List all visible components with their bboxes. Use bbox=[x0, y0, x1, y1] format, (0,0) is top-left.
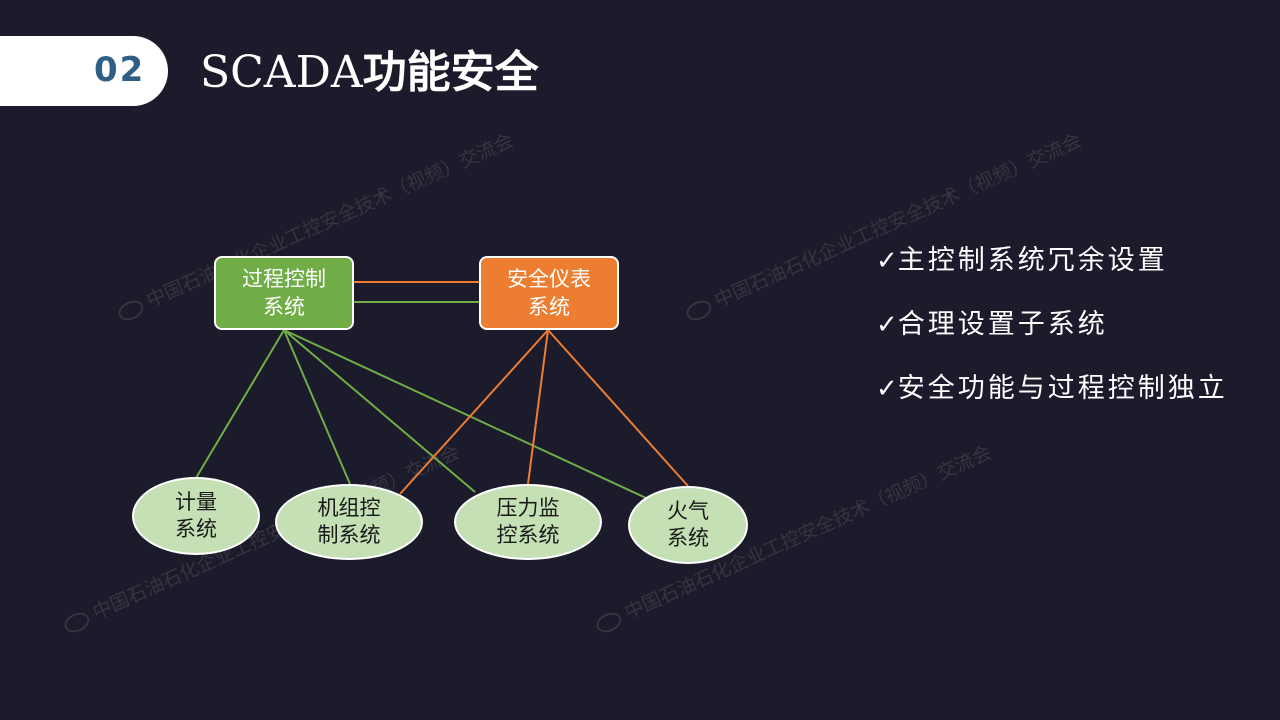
connector-green-metering bbox=[195, 329, 285, 479]
connector-orange-firegas bbox=[547, 329, 689, 487]
node-label: 过程控制 系统 bbox=[242, 267, 326, 319]
connector-green-firegas bbox=[283, 329, 647, 499]
node-label: 火气 系统 bbox=[667, 499, 709, 550]
bullet-item: ✓合理设置子系统 bbox=[876, 304, 1246, 346]
checkmark-icon: ✓ bbox=[876, 374, 898, 404]
connector-green-unit bbox=[283, 329, 351, 485]
node-metering-system: 计量 系统 bbox=[132, 477, 260, 555]
bullet-item: ✓主控制系统冗余设置 bbox=[876, 240, 1246, 282]
node-fire-gas-system: 火气 系统 bbox=[628, 486, 748, 564]
node-label: 压力监 控系统 bbox=[496, 496, 560, 547]
node-unit-control-system: 机组控 制系统 bbox=[275, 484, 423, 560]
section-number: 02 bbox=[94, 50, 146, 90]
connector-orange-pressure bbox=[527, 329, 549, 485]
bullet-item: ✓安全功能与过程控制独立 bbox=[876, 368, 1246, 410]
bullet-text: 主控制系统冗余设置 bbox=[897, 245, 1168, 276]
connector-green-pressure bbox=[283, 329, 476, 493]
section-number-tab: 02 bbox=[0, 36, 168, 106]
page-title-latin: SCADA bbox=[200, 47, 363, 98]
node-label: 安全仪表 系统 bbox=[507, 267, 591, 319]
bullet-text: 安全功能与过程控制独立 bbox=[897, 373, 1228, 404]
node-process-control-system: 过程控制 系统 bbox=[214, 256, 354, 330]
bullet-text: 合理设置子系统 bbox=[897, 309, 1108, 340]
node-label: 机组控 制系统 bbox=[317, 496, 381, 547]
bullet-list: ✓主控制系统冗余设置 ✓合理设置子系统 ✓安全功能与过程控制独立 bbox=[876, 240, 1246, 432]
page-title-cjk: 功能安全 bbox=[362, 47, 539, 98]
page-title: SCADA功能安全 bbox=[200, 40, 539, 106]
node-safety-instrumented-system: 安全仪表 系统 bbox=[479, 256, 619, 330]
checkmark-icon: ✓ bbox=[876, 246, 898, 276]
node-label: 计量 系统 bbox=[175, 490, 217, 541]
checkmark-icon: ✓ bbox=[876, 310, 898, 340]
node-pressure-monitoring-system: 压力监 控系统 bbox=[454, 484, 602, 560]
connector-orange-unit bbox=[399, 329, 549, 495]
